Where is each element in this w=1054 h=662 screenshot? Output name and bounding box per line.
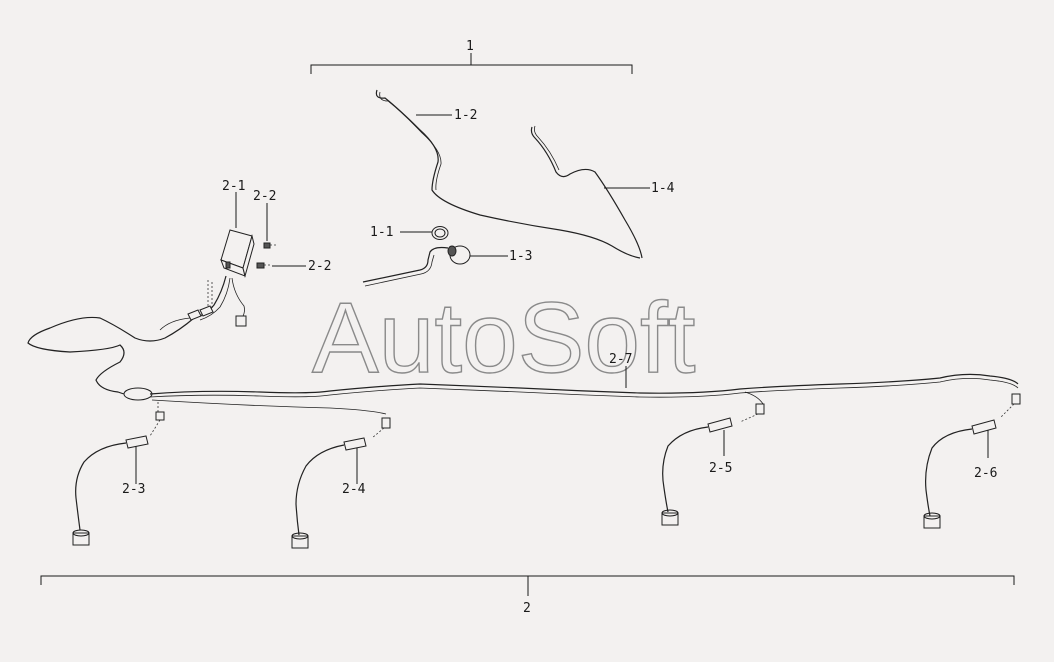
group-2-bracket: [40, 575, 1015, 596]
part-1-2-pipe: [375, 89, 641, 259]
part-1-3-filler: [362, 245, 471, 287]
group-1-bracket: [310, 53, 633, 74]
part-2-3-sensor: [72, 402, 165, 546]
label-2-4: 2-4: [342, 482, 366, 497]
label-1-2: 1-2: [454, 108, 477, 123]
label-2-1: 2-1: [222, 179, 245, 194]
part-2-2-screw-top: [263, 242, 276, 249]
watermark: AutoSoft: [312, 282, 696, 394]
part-2-4-sensor: [291, 417, 391, 549]
part-2-5-sensor: [661, 403, 765, 526]
part-2-2-screw-bottom: [256, 262, 272, 269]
part-2-1-module: [220, 229, 255, 278]
label-1-1: 1-1: [370, 225, 393, 240]
label-2-3: 2-3: [122, 482, 145, 497]
label-2-2-bottom: 2-2: [308, 259, 331, 274]
part-1-4-pipe: [530, 125, 643, 259]
part-2-6-sensor: [923, 393, 1021, 529]
label-2-6: 2-6: [974, 466, 997, 481]
label-group-1: 1: [466, 39, 474, 54]
part-2-7-main-harness: [123, 373, 1019, 415]
label-1-3: 1-3: [509, 249, 532, 264]
label-group-2: 2: [523, 601, 531, 616]
label-2-7: 2-7: [609, 352, 632, 367]
label-2-2-top: 2-2: [253, 189, 276, 204]
part-1-1-ring: [431, 226, 449, 240]
module-wiring: [27, 275, 247, 397]
label-2-5: 2-5: [709, 461, 732, 476]
label-1-4: 1-4: [651, 181, 675, 196]
